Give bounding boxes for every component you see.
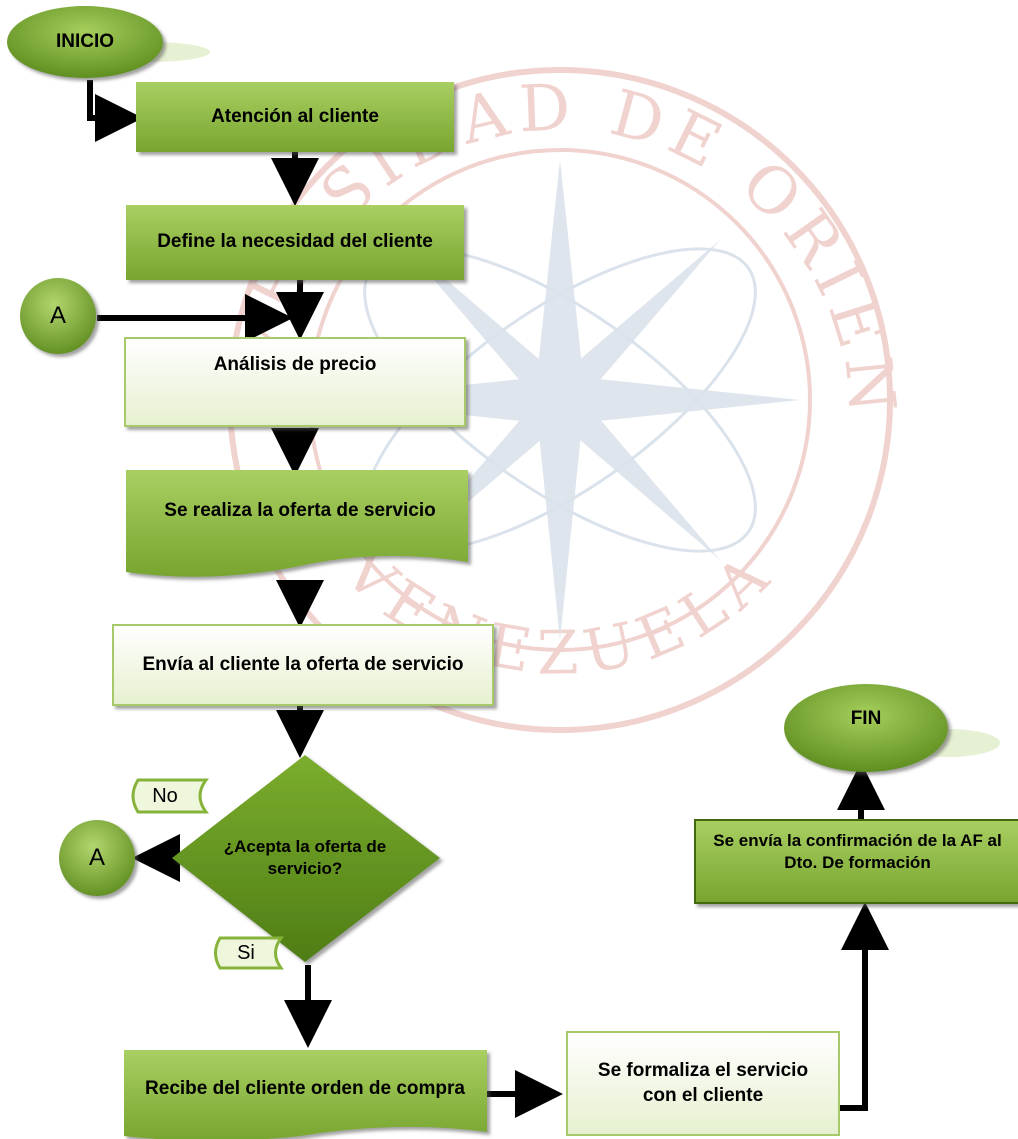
step-envia-label: Envía al cliente la oferta de servicio [142,653,464,675]
connector-a-in [20,278,96,354]
process-box-atencion [136,82,454,152]
document-box-oferta [126,470,468,577]
step-confirmacion-label: Se envía la confirmación de la AF al Dto… [713,830,1002,872]
start-terminator [7,6,210,78]
start-label: INICIO [55,30,115,52]
step-atencion-label: Atención al cliente [211,105,379,127]
decision-label: ¿Acepta la oferta de servicio? [223,836,387,878]
process-box-formaliza [566,1031,840,1136]
process-box-confirmacion [694,819,1018,904]
process-box-define [126,205,464,280]
label-si: Si [237,942,255,964]
step-formaliza-label: Se formaliza el servicio con el cliente [597,1060,809,1106]
step-analisis-label: Análisis de precio [213,353,377,375]
connector-a-out-label: A [88,844,105,872]
process-box-envia [112,624,494,706]
step-recibe-label: Recibe del cliente orden de compra [145,1077,465,1099]
label-no: No [152,785,178,807]
label-tab-no [131,778,209,814]
label-tab-si [214,936,284,970]
step-define-label: Define la necesidad del cliente [157,231,433,253]
step-oferta-label: Se realiza la oferta de servicio [164,499,436,521]
connectors [87,80,889,1118]
decision-diamond [172,755,440,962]
connector-a-in-label: A [49,302,66,330]
document-box-recibe [124,1050,487,1139]
arrow-formaliza-to-confirmacion [839,902,889,1111]
end-label: FIN [850,707,882,729]
end-terminator [784,684,1000,772]
connector-a-out [59,820,135,896]
process-box-analisis [124,337,466,427]
arrow-inicio-to-atencion [87,80,143,142]
